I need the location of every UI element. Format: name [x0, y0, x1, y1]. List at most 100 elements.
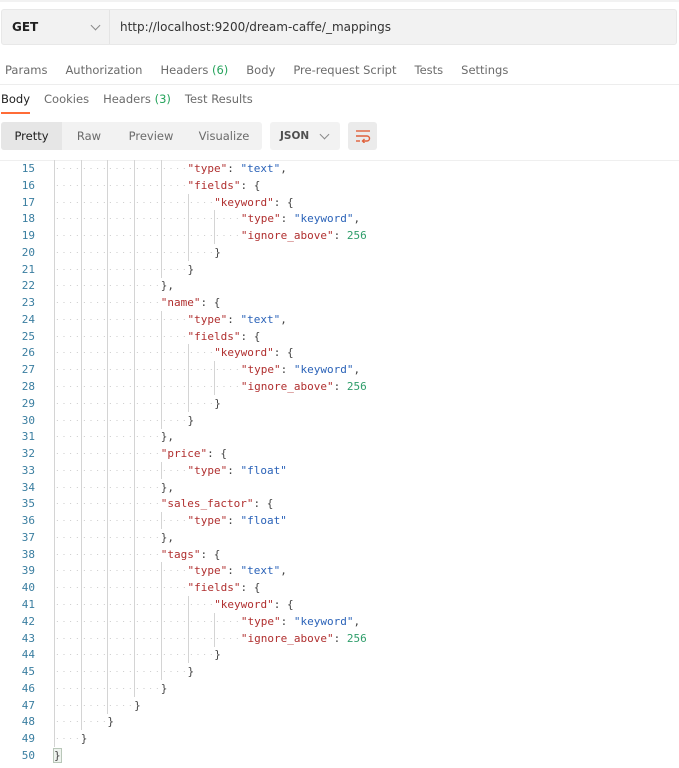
language-dropdown[interactable]: JSON: [270, 122, 340, 150]
code-line: 18 "type": "keyword",: [0, 210, 679, 228]
code-line: 33"type": "float": [0, 461, 679, 479]
code-line: 47}: [0, 696, 679, 714]
view-pretty-button[interactable]: Pretty: [1, 122, 62, 150]
response-headers-count: (3): [154, 92, 171, 106]
chevron-down-icon: [90, 20, 101, 30]
wrap-lines-button[interactable]: [348, 122, 377, 150]
tab-body[interactable]: Body: [241, 63, 275, 77]
code-text: "tags": {: [160, 547, 221, 561]
tab-label: Body: [1, 92, 31, 106]
code-text: }: [134, 698, 141, 712]
view-raw-button[interactable]: Raw: [76, 129, 102, 143]
tab-label: Headers: [160, 63, 209, 77]
view-preview-button[interactable]: Preview: [128, 129, 174, 143]
code-text: "keyword": {: [214, 598, 294, 612]
code-text: "type": "keyword",: [240, 212, 361, 226]
line-number: 41: [21, 598, 35, 612]
method-label: GET: [12, 20, 39, 34]
tab-label: Settings: [461, 63, 509, 77]
line-number: 46: [21, 681, 35, 695]
code-line: 34},: [0, 478, 679, 496]
code-line: 26"keyword": {: [0, 344, 679, 362]
code-line: 24"type": "text",: [0, 310, 679, 328]
tab-settings[interactable]: Settings: [456, 63, 508, 77]
code-line: 17"keyword": {: [0, 193, 679, 211]
tab-authorization[interactable]: Authorization: [60, 63, 142, 77]
line-number: 24: [21, 312, 35, 326]
response-tab-cookies[interactable]: Cookies: [44, 88, 89, 114]
line-number: 21: [21, 262, 35, 276]
line-number: 49: [21, 732, 35, 746]
line-number: 35: [21, 497, 35, 511]
line-number: 20: [21, 245, 35, 259]
code-line: 16 "fields": {: [0, 176, 679, 194]
code-line: 37},: [0, 528, 679, 546]
code-line: 42"type": "keyword",: [0, 612, 679, 630]
code-line: 19"ignore_above": 256: [0, 227, 679, 245]
code-line: 41 "keyword": {: [0, 596, 679, 614]
line-number: 25: [21, 329, 35, 343]
line-number: 47: [21, 698, 35, 712]
line-number: 37: [21, 530, 35, 544]
line-number: 38: [21, 547, 35, 561]
code-line: 49}: [0, 730, 679, 748]
url-input[interactable]: [110, 10, 676, 44]
code-line: 46}: [0, 679, 679, 697]
language-label: JSON: [280, 130, 310, 142]
code-text: "name": {: [160, 296, 221, 310]
view-mode-group: Pretty Raw Preview Visualize: [1, 122, 262, 150]
method-dropdown[interactable]: GET: [2, 10, 110, 44]
response-tab-headers[interactable]: Headers (3): [103, 88, 171, 114]
tab-label: Test Results: [184, 92, 253, 106]
line-number: 32: [21, 447, 35, 461]
tab-tests[interactable]: Tests: [410, 63, 444, 77]
view-visualize-button[interactable]: Visualize: [198, 129, 250, 143]
request-tabs: Params Authorization Headers (6) Body Pr…: [0, 56, 679, 85]
tab-label: Tests: [414, 63, 444, 77]
code-text: },: [160, 430, 175, 444]
code-line: 27"type": "keyword",: [0, 361, 679, 379]
tab-label: Headers: [103, 92, 151, 106]
code-line: 44}: [0, 646, 679, 664]
line-number: 22: [21, 279, 35, 293]
code-line: 38 "tags": {: [0, 545, 679, 563]
code-text: },: [160, 480, 175, 494]
line-number: 26: [21, 346, 35, 360]
code-text: "type": "keyword",: [240, 363, 361, 377]
line-number: 15: [21, 162, 35, 175]
code-text: }: [214, 648, 221, 662]
code-line: 22},: [0, 277, 679, 295]
code-line: 25"fields": {: [0, 327, 679, 345]
code-line: 45}: [0, 663, 679, 681]
code-text: "fields": {: [187, 178, 261, 192]
tab-headers[interactable]: Headers (6): [155, 63, 228, 77]
line-number: 40: [21, 581, 35, 595]
code-line: 23"name": {: [0, 294, 679, 312]
line-number: 33: [21, 463, 35, 477]
line-number: 39: [21, 564, 35, 578]
code-line: 15"type": "text",: [0, 160, 679, 177]
code-text: "ignore_above": 256: [240, 380, 367, 393]
code-text: "keyword": {: [214, 195, 294, 209]
code-line: 39 "type": "text",: [0, 562, 679, 580]
line-number: 16: [21, 178, 35, 192]
tab-label: Params: [5, 63, 48, 77]
request-url-bar: GET: [1, 9, 677, 45]
response-tab-test-results[interactable]: Test Results: [185, 88, 253, 114]
chevron-down-icon: [319, 129, 330, 139]
response-tab-body[interactable]: Body: [0, 88, 31, 114]
code-text: "sales_factor": {: [160, 497, 274, 511]
line-number: 48: [21, 715, 35, 729]
code-text: "type": "text",: [187, 564, 287, 578]
tab-params[interactable]: Params: [0, 63, 47, 77]
tab-label: Body: [246, 63, 276, 77]
code-text: }: [187, 413, 195, 427]
response-body-editor[interactable]: 15"type": "text",16"fields": {17"keyword…: [0, 160, 679, 768]
code-text: }: [187, 665, 195, 679]
code-line: 50}: [0, 747, 679, 764]
tab-pre-request-script[interactable]: Pre-request Script: [288, 63, 396, 77]
line-number: 34: [21, 480, 35, 494]
code-text: }: [187, 262, 195, 276]
line-number: 18: [21, 212, 35, 226]
code-line: 29}: [0, 394, 679, 412]
